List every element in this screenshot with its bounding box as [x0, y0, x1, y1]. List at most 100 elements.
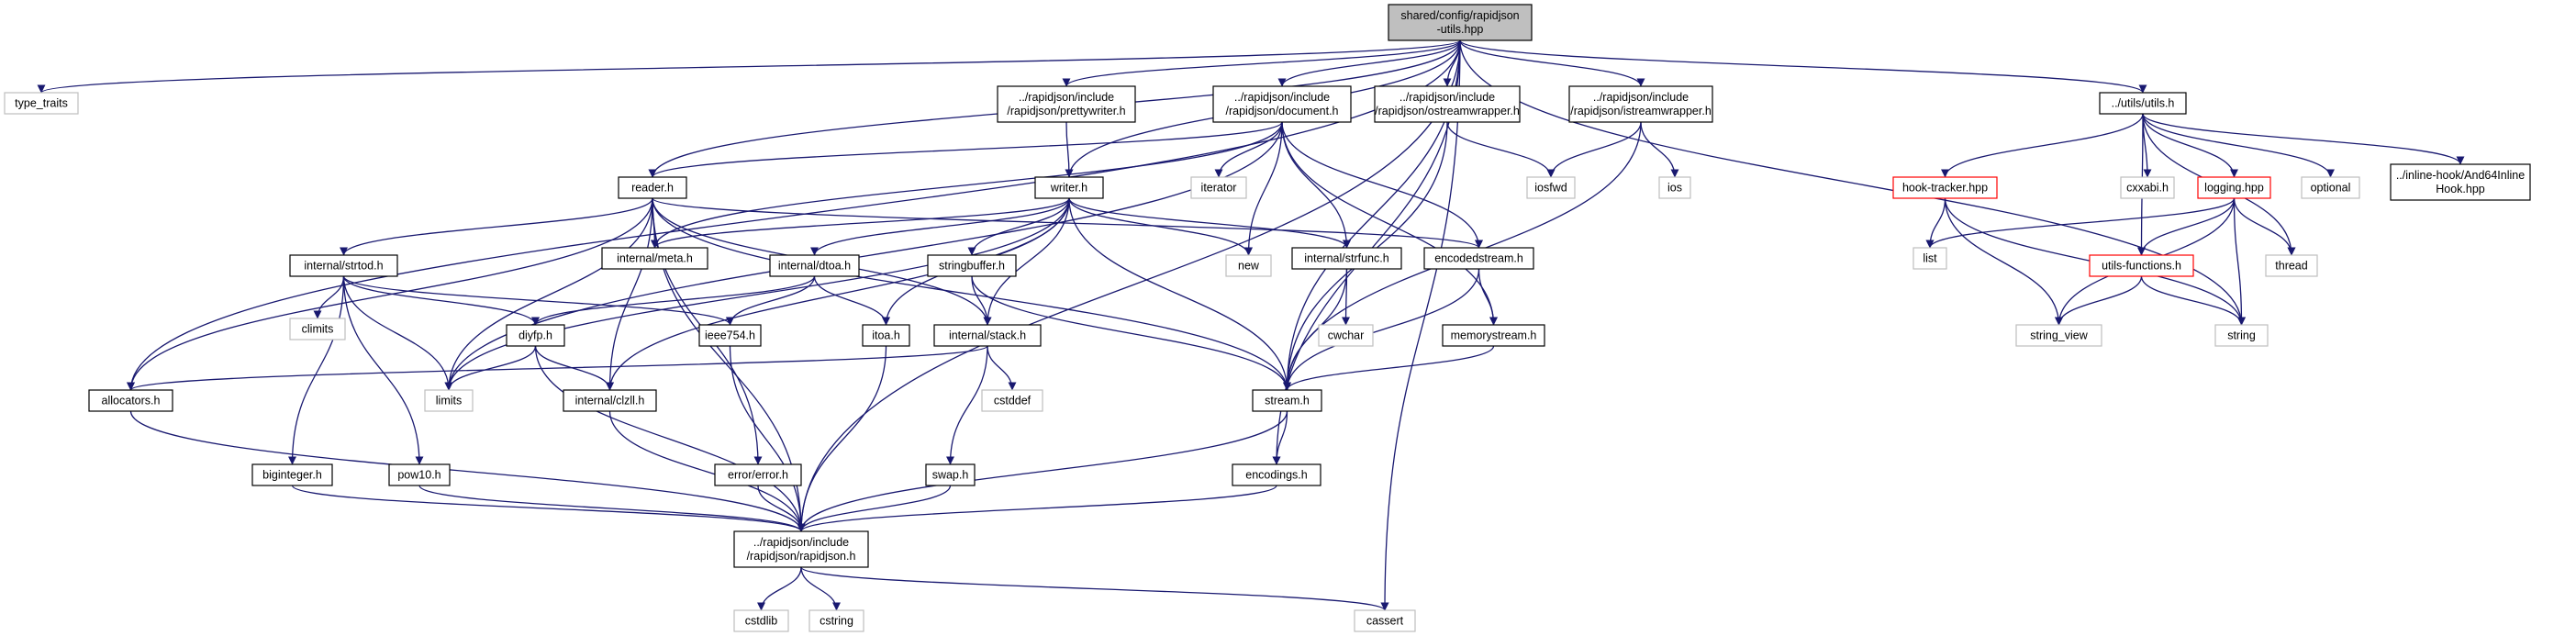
node-cstring: cstring: [808, 609, 864, 632]
edge-encodings-to-rapidjsonh: [797, 485, 1277, 532]
node-utils-box: [2099, 92, 2187, 115]
edge-writerh-to-stringbuffer: [967, 197, 1070, 256]
node-cstdlib: cstdlib: [733, 609, 789, 632]
node-type_traits-box: [4, 92, 79, 115]
edge-document-to-memorystream: [1281, 121, 1499, 326]
node-encodings-label-line: encodings.h: [1245, 469, 1307, 482]
node-optional: optional: [2301, 176, 2360, 199]
node-dtoa[interactable]: internal/dtoa.h: [769, 254, 860, 277]
edge-streamh-to-encodings: [1272, 410, 1288, 465]
edge-writerh-to-limits: [444, 197, 1070, 391]
node-ostreamwrapper-label-line: ../rapidjson/include: [1400, 91, 1495, 104]
node-document-label-line: ../rapidjson/include: [1234, 91, 1330, 104]
node-stack[interactable]: internal/stack.h: [933, 324, 1042, 347]
node-diyfp[interactable]: diyfp.h: [506, 324, 565, 347]
node-memorystream[interactable]: memorystream.h: [1442, 324, 1545, 347]
node-limits-box: [424, 389, 474, 412]
node-cassert-box: [1354, 609, 1416, 632]
node-newh-box: [1225, 254, 1272, 277]
node-cassert-label-line: cassert: [1366, 615, 1404, 628]
node-strtod-box: [289, 254, 398, 277]
node-clzll[interactable]: internal/clzll.h: [563, 389, 657, 412]
node-cassert: cassert: [1354, 609, 1416, 632]
edge-stringbuffer-to-stack: [971, 275, 992, 326]
node-utilsfunctions[interactable]: utils-functions.h: [2089, 254, 2194, 277]
node-encodedstream-label-line: encodedstream.h: [1434, 252, 1523, 265]
node-ostreamwrapper[interactable]: ../rapidjson/include/rapidjson/ostreamwr…: [1374, 85, 1521, 123]
node-document[interactable]: ../rapidjson/include/rapidjson/document.…: [1212, 85, 1352, 123]
edge-pow10-to-rapidjsonh: [418, 485, 806, 532]
node-pow10-box: [388, 463, 451, 486]
node-thread-box: [2265, 254, 2318, 277]
node-readerh[interactable]: reader.h: [618, 176, 687, 199]
node-readerh-label-line: reader.h: [631, 182, 674, 195]
node-pow10[interactable]: pow10.h: [388, 463, 451, 486]
node-document-box: [1212, 85, 1352, 123]
node-istreamwrapper[interactable]: ../rapidjson/include/rapidjson/istreamwr…: [1568, 85, 1713, 123]
node-internalmeta[interactable]: internal/meta.h: [601, 247, 708, 270]
node-dtoa-box: [769, 254, 860, 277]
node-strfunc[interactable]: internal/strfunc.h: [1291, 247, 1402, 270]
node-swap[interactable]: swap.h: [925, 463, 976, 486]
node-itoa-label-line: itoa.h: [872, 329, 900, 342]
node-utils[interactable]: ../utils/utils.h: [2099, 92, 2187, 115]
edge-strtod-to-biginteger: [287, 275, 345, 465]
edge-rapidjsonh-to-cstdlib: [756, 566, 802, 611]
node-istreamwrapper-label-line: ../rapidjson/include: [1593, 91, 1689, 104]
edge-stringbuffer-to-streamh: [971, 275, 1292, 391]
edge-utils-to-optional: [2142, 113, 2335, 178]
node-string_view-label-line: string_view: [2030, 329, 2088, 342]
node-memorystream-box: [1442, 324, 1545, 347]
node-stringbuffer[interactable]: stringbuffer.h: [927, 254, 1017, 277]
node-ieee754[interactable]: ieee754.h: [698, 324, 762, 347]
edge-writerh-to-strfunc: [1068, 197, 1351, 249]
edge-document-to-internalmeta: [651, 121, 1283, 249]
node-cwchar-box: [1318, 324, 1374, 347]
node-cstddef-box: [981, 389, 1043, 412]
node-root[interactable]: shared/config/rapidjson-utils.hpp: [1388, 4, 1533, 41]
edge-writerh-to-newh: [1068, 197, 1253, 256]
node-root-box: [1388, 4, 1533, 41]
edge-istreamwrapper-to-iosfwd: [1546, 121, 1642, 178]
node-string_view: string_view: [2015, 324, 2102, 347]
node-thread-label-line: thread: [2275, 260, 2307, 273]
node-internalmeta-label-line: internal/meta.h: [617, 252, 693, 265]
node-itoa[interactable]: itoa.h: [862, 324, 910, 347]
node-ieee754-box: [698, 324, 762, 347]
node-logging[interactable]: logging.hpp: [2197, 176, 2271, 199]
edge-memorystream-to-streamh: [1283, 345, 1495, 391]
node-streamh-label-line: stream.h: [1265, 395, 1310, 407]
node-writerh[interactable]: writer.h: [1034, 176, 1104, 199]
node-strfunc-box: [1291, 247, 1402, 270]
node-and64-label-line: ../inline-hook/And64Inline: [2396, 169, 2525, 182]
edge-encodedstream-to-streamh: [1282, 268, 1480, 391]
edge-document-to-limits: [444, 121, 1283, 391]
node-cwchar-label-line: cwchar: [1328, 329, 1365, 342]
node-thread: thread: [2265, 254, 2318, 277]
node-biginteger[interactable]: biginteger.h: [251, 463, 333, 486]
edge-writerh-to-clzll: [605, 197, 1070, 391]
edge-readerh-to-clzll: [605, 197, 653, 391]
node-errorh[interactable]: error/error.h: [714, 463, 802, 486]
node-strtod[interactable]: internal/strtod.h: [289, 254, 398, 277]
edge-diyfp-to-rapidjsonh: [534, 345, 806, 532]
node-encodedstream[interactable]: encodedstream.h: [1423, 247, 1534, 270]
edge-dtoa-to-diyfp: [531, 275, 816, 326]
node-allocators[interactable]: allocators.h: [88, 389, 173, 412]
node-string: string: [2214, 324, 2269, 347]
node-stringbuffer-label-line: stringbuffer.h: [939, 260, 1005, 273]
node-clzll-label-line: internal/clzll.h: [575, 395, 645, 407]
edge-writerh-to-internalmeta: [651, 197, 1070, 249]
edge-document-to-iterator: [1214, 121, 1283, 178]
node-hooktracker[interactable]: hook-tracker.hpp: [1892, 176, 1998, 199]
node-climits-box: [289, 318, 346, 340]
edge-biginteger-to-rapidjsonh: [291, 485, 806, 532]
node-streamh[interactable]: stream.h: [1252, 389, 1322, 412]
node-biginteger-box: [251, 463, 333, 486]
node-encodings[interactable]: encodings.h: [1232, 463, 1321, 486]
node-encodings-box: [1232, 463, 1321, 486]
node-hooktracker-box: [1892, 176, 1998, 199]
node-prettywriter[interactable]: ../rapidjson/include/rapidjson/prettywri…: [997, 85, 1136, 123]
node-rapidjsonh[interactable]: ../rapidjson/include/rapidjson/rapidjson…: [733, 530, 869, 568]
